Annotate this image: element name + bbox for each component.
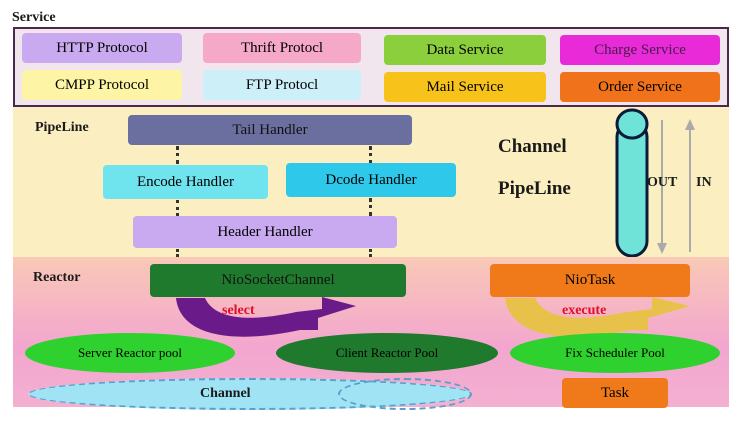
out-arrow <box>657 120 667 254</box>
connector-dots <box>176 146 179 164</box>
execute-label: execute <box>562 303 607 318</box>
out-label: OUT <box>647 175 678 190</box>
service-title: Service <box>12 10 56 25</box>
ftp-protocol-box: FTP Protocl <box>203 70 361 100</box>
client-reactor-pool: Client Reactor Pool <box>276 333 498 373</box>
header-handler-box: Header Handler <box>133 216 397 248</box>
in-arrow <box>685 119 695 252</box>
pipeline-title: PipeLine <box>35 120 89 135</box>
connector-dots <box>369 146 372 164</box>
http-protocol-box: HTTP Protocol <box>22 33 182 63</box>
connector-dots <box>176 249 179 263</box>
execute-arrow <box>505 297 690 337</box>
reactor-title: Reactor <box>33 270 81 285</box>
order-service-box: Order Service <box>560 72 720 102</box>
task-box: Task <box>562 378 668 408</box>
tail-handler-box: Tail Handler <box>128 115 412 145</box>
fix-scheduler-pool: Fix Scheduler Pool <box>510 333 720 373</box>
data-service-box: Data Service <box>384 35 546 65</box>
server-reactor-pool: Server Reactor pool <box>25 333 235 373</box>
charge-service-box: Charge Service <box>560 35 720 65</box>
decode-handler-box: Dcode Handler <box>286 163 456 197</box>
nio-socket-channel-box: NioSocketChannel <box>150 264 406 297</box>
encode-handler-box: Encode Handler <box>103 165 268 199</box>
connector-dots <box>369 249 372 263</box>
mail-service-box: Mail Service <box>384 72 546 102</box>
thrift-protocol-box: Thrift Protocl <box>203 33 361 63</box>
connector-dots <box>369 198 372 216</box>
select-arrow <box>176 297 356 337</box>
nio-task-box: NioTask <box>490 264 690 297</box>
channel-cylinder <box>615 108 649 258</box>
channel-pipeline-label-1: Channel <box>498 136 567 157</box>
select-label: select <box>222 303 255 318</box>
in-label: IN <box>696 175 712 190</box>
channel-label: Channel <box>200 386 251 401</box>
cmpp-protocol-box: CMPP Protocol <box>22 70 182 100</box>
channel-pipeline-label-2: PipeLine <box>498 178 571 199</box>
connector-dots <box>176 200 179 216</box>
channel-ellipse-right <box>338 378 472 410</box>
